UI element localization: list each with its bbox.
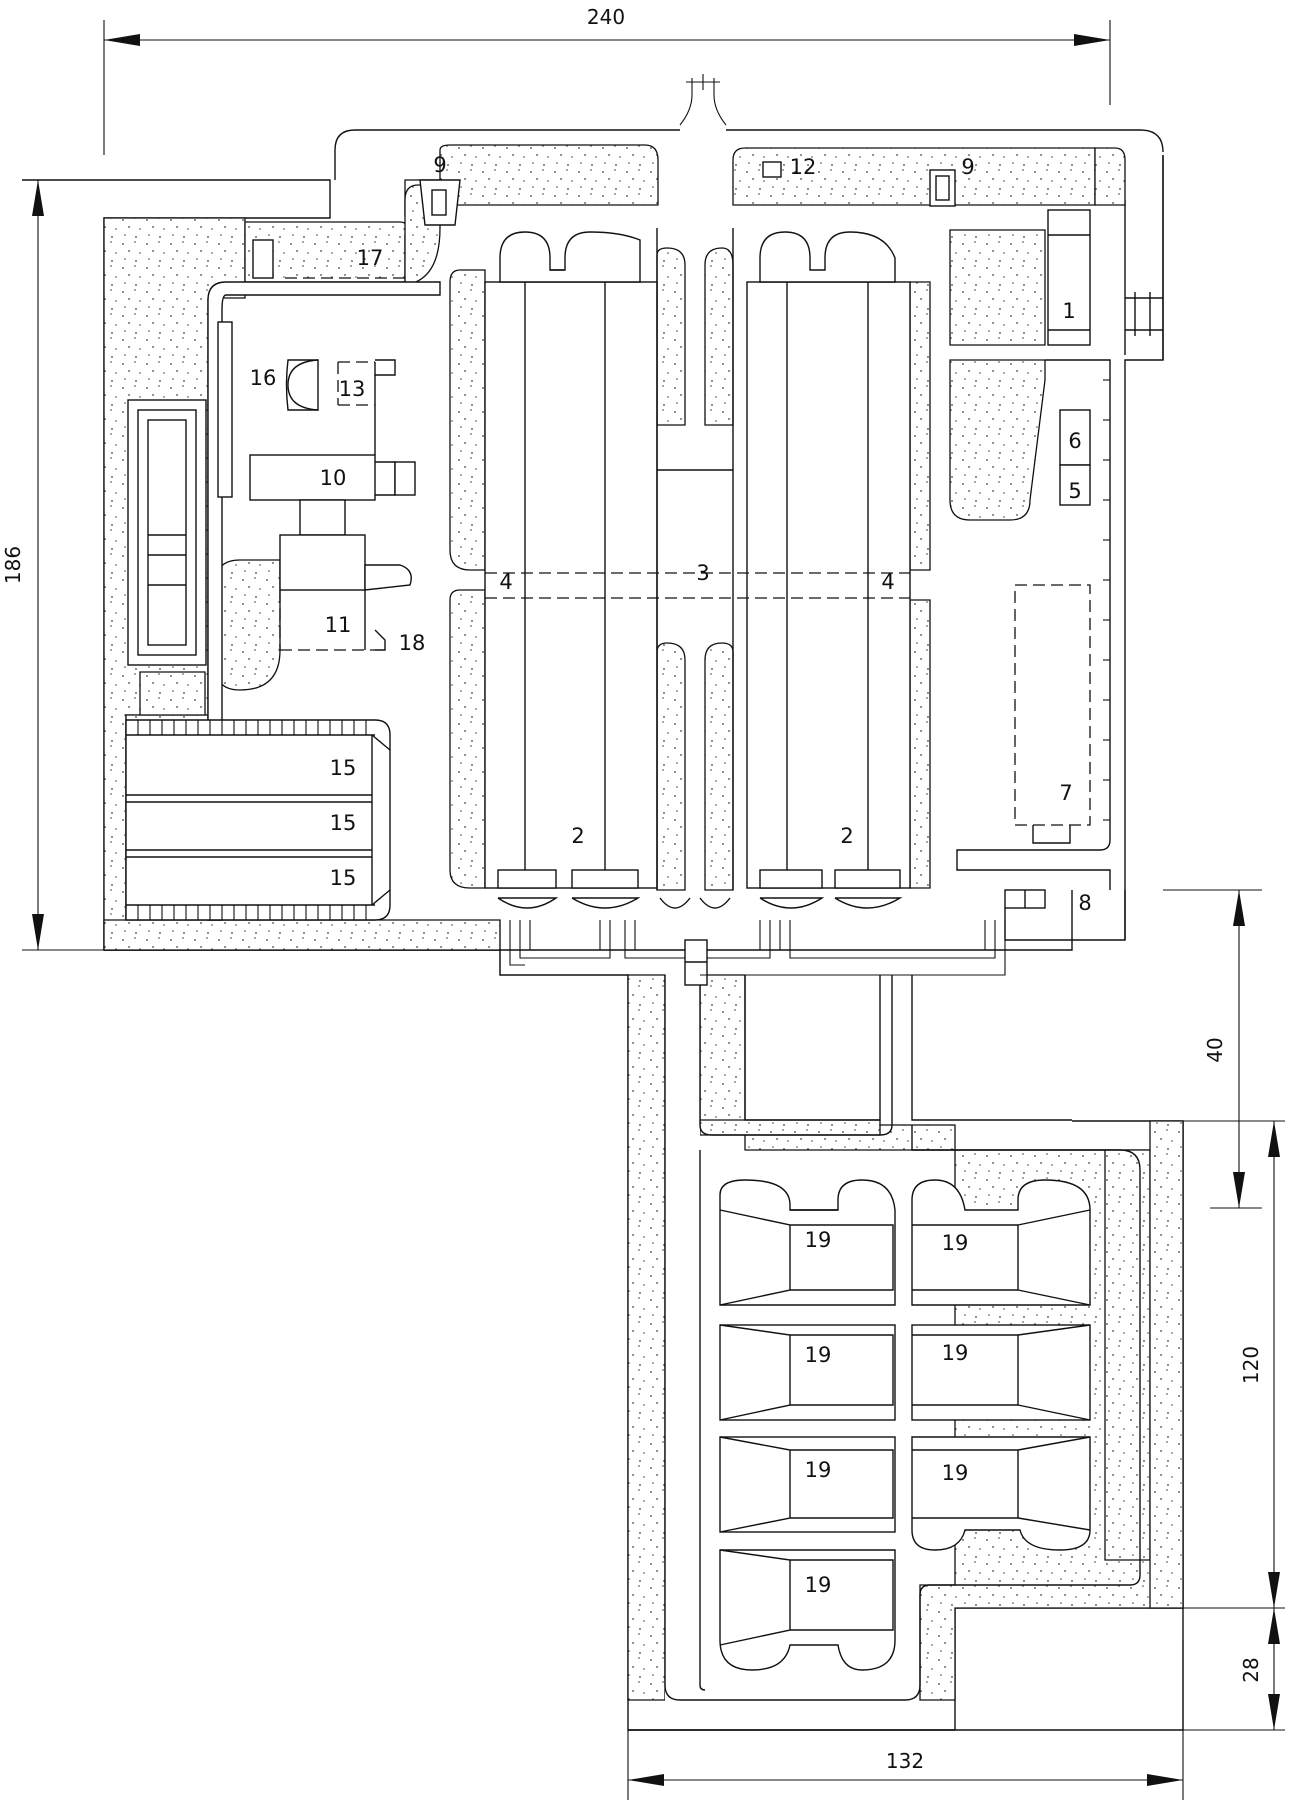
buildings-15: 15 15 15 [125, 719, 391, 921]
building-8: 8 [1004, 889, 1092, 941]
dimension-left-label: 186 [1, 546, 25, 584]
label-5: 5 [1068, 479, 1081, 503]
yard-7: 7 [956, 359, 1111, 890]
label-4-west: 4 [499, 570, 512, 594]
label-6: 6 [1068, 429, 1081, 453]
dimension-top: 240 [103, 5, 1111, 155]
dimension-bottom-label: 132 [886, 1749, 924, 1773]
dimension-bottom: 132 [627, 1640, 1184, 1800]
perimeter-road [334, 129, 1164, 360]
shed-west [127, 399, 207, 666]
dorm-block-4: 19 [911, 1324, 1091, 1421]
building-16: 16 [250, 359, 319, 411]
label-19-4: 19 [942, 1341, 969, 1365]
dorm-block-7: 19 [719, 1549, 896, 1671]
building-9-west: 9 [419, 153, 461, 226]
roads [207, 281, 1141, 1715]
dorm-block-2: 19 [911, 1179, 1091, 1306]
dimension-right-upper: 40 [1163, 889, 1262, 1209]
building-1: 1 [1047, 209, 1163, 346]
label-15-bottom: 15 [330, 866, 357, 890]
building-9-east: 9 [929, 155, 975, 207]
label-16: 16 [250, 366, 277, 390]
dimension-right-middle-label: 120 [1239, 1346, 1263, 1384]
label-11: 11 [325, 613, 352, 637]
label-19-7: 19 [805, 1573, 832, 1597]
label-2-west: 2 [571, 824, 584, 848]
connecting-corridors [499, 920, 1006, 986]
label-17: 17 [357, 246, 384, 270]
label-9-west: 9 [433, 153, 446, 177]
label-1: 1 [1062, 299, 1075, 323]
building-17: 17 [252, 239, 405, 279]
label-2-east: 2 [840, 824, 853, 848]
label-10: 10 [320, 466, 347, 490]
dimension-right-lower: 28 [1183, 1608, 1285, 1731]
label-15-middle: 15 [330, 811, 357, 835]
label-9-east: 9 [961, 155, 974, 179]
label-7: 7 [1059, 781, 1072, 805]
dimension-top-label: 240 [587, 5, 625, 29]
building-11: 11 18 [279, 499, 426, 655]
dorm-block-3: 19 [719, 1324, 896, 1421]
label-19-5: 19 [805, 1458, 832, 1482]
central-corridor: 3 4 4 [485, 228, 910, 909]
label-12: 12 [790, 155, 817, 179]
buildings-5-6: 6 5 [1059, 409, 1091, 506]
label-15-top: 15 [330, 756, 357, 780]
dimension-right-middle: 120 [1183, 1120, 1285, 1609]
building-12: 12 [762, 155, 817, 179]
workshop-west: 2 [484, 231, 658, 909]
label-13: 13 [339, 377, 366, 401]
dorm-block-6: 19 [911, 1436, 1091, 1551]
dimension-right-upper-label: 40 [1203, 1037, 1227, 1062]
building-10: 10 [249, 454, 416, 501]
workshop-east: 2 [746, 231, 911, 909]
label-19-1: 19 [805, 1228, 832, 1252]
dorm-block-1: 19 [719, 1179, 896, 1306]
label-3: 3 [696, 561, 709, 585]
main-gate [679, 74, 727, 126]
label-19-3: 19 [805, 1343, 832, 1367]
dorm-block-5: 19 [719, 1436, 896, 1533]
label-4-east: 4 [881, 570, 894, 594]
label-19-6: 19 [942, 1461, 969, 1485]
long-building-west [217, 321, 233, 498]
label-19-2: 19 [942, 1231, 969, 1255]
dimension-right-lower-label: 28 [1239, 1657, 1263, 1682]
building-13: 13 [337, 359, 396, 455]
label-8: 8 [1078, 891, 1091, 915]
label-18: 18 [399, 631, 426, 655]
